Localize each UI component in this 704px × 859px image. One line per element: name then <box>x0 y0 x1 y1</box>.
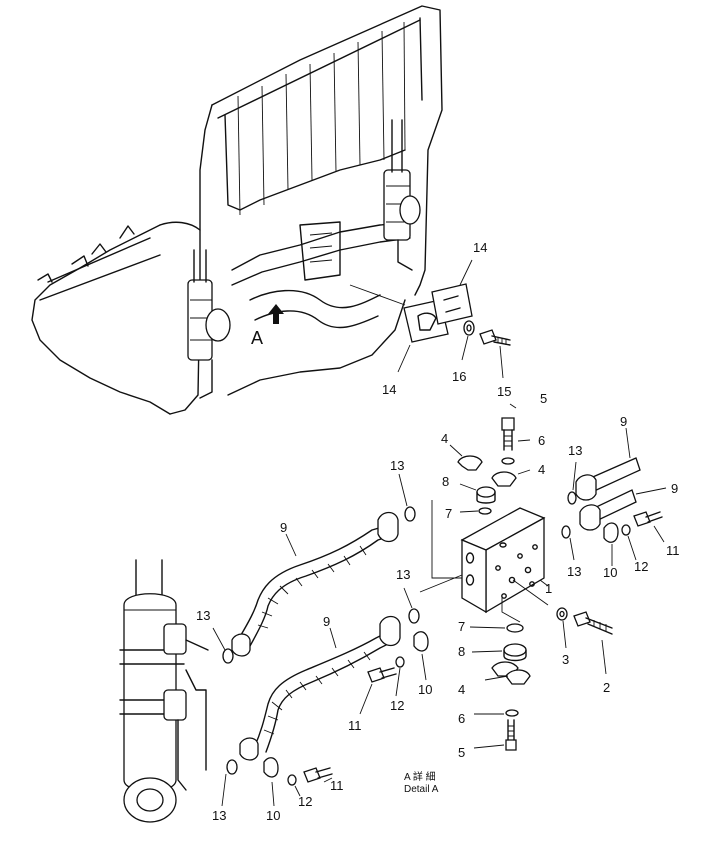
boom-cylinder <box>119 559 209 823</box>
callout-15: 15 <box>497 384 511 399</box>
callout-16: 16 <box>452 369 466 384</box>
callout-7: 7 <box>445 506 452 521</box>
callout-9: 9 <box>323 614 330 629</box>
valve-block-1 <box>460 507 549 614</box>
bucket-assembly <box>31 5 443 415</box>
bottom-fittings <box>469 623 531 751</box>
callout-12: 12 <box>634 559 648 574</box>
callout-13: 13 <box>567 564 581 579</box>
callout-7: 7 <box>458 619 465 634</box>
callout-6: 6 <box>458 711 465 726</box>
callout-9: 9 <box>671 481 678 496</box>
top-fittings <box>449 403 531 515</box>
callout-6: 6 <box>538 433 545 448</box>
callout-8: 8 <box>442 474 449 489</box>
long-hose-9-upper <box>231 511 399 657</box>
caption-line-1: A 詳 細 <box>404 770 436 783</box>
long-hose-9-lower <box>239 615 401 761</box>
callout-5: 5 <box>458 745 465 760</box>
callout-12: 12 <box>390 698 404 713</box>
callout-13: 13 <box>212 808 226 823</box>
callout-4: 4 <box>538 462 545 477</box>
right-hoses-9 <box>575 427 667 531</box>
callout-14: 14 <box>382 382 396 397</box>
callout-10: 10 <box>266 808 280 823</box>
callout-11: 11 <box>330 778 344 793</box>
callout-5: 5 <box>540 391 547 406</box>
bolt-15-washer-16 <box>461 320 511 379</box>
bolt-2-washer-3 <box>556 607 613 675</box>
guide-line <box>431 500 462 579</box>
callout-2: 2 <box>603 680 610 695</box>
callout-14: 14 <box>473 240 487 255</box>
caption-line-2: Detail A <box>404 784 439 795</box>
callout-9: 9 <box>280 520 287 535</box>
callout-10: 10 <box>418 682 432 697</box>
callout-10: 10 <box>603 565 617 580</box>
callout-11: 11 <box>348 718 362 733</box>
middle-small-parts <box>263 631 429 807</box>
detail-a-marker: A <box>251 328 263 348</box>
right-small-parts <box>561 461 665 566</box>
callout-9: 9 <box>620 414 627 429</box>
callout-4: 4 <box>441 431 448 446</box>
detail-caption: A 詳 細 Detail A <box>404 770 439 795</box>
callout-13: 13 <box>568 443 582 458</box>
callout-13: 13 <box>196 608 210 623</box>
callout-1: 1 <box>545 581 552 596</box>
callout-13: 13 <box>390 458 404 473</box>
guide-line-lower <box>501 596 521 623</box>
left-o-rings-13 <box>212 473 420 807</box>
callout-11: 11 <box>666 543 680 558</box>
callout-8: 8 <box>458 644 465 659</box>
callout-labels: 14 14 16 15 5 6 4 4 8 7 13 13 9 9 9 9 13… <box>196 240 680 823</box>
gasket-14-pair <box>397 259 473 373</box>
callout-12: 12 <box>298 794 312 809</box>
callout-3: 3 <box>562 652 569 667</box>
callout-13: 13 <box>396 567 410 582</box>
callout-4: 4 <box>458 682 465 697</box>
